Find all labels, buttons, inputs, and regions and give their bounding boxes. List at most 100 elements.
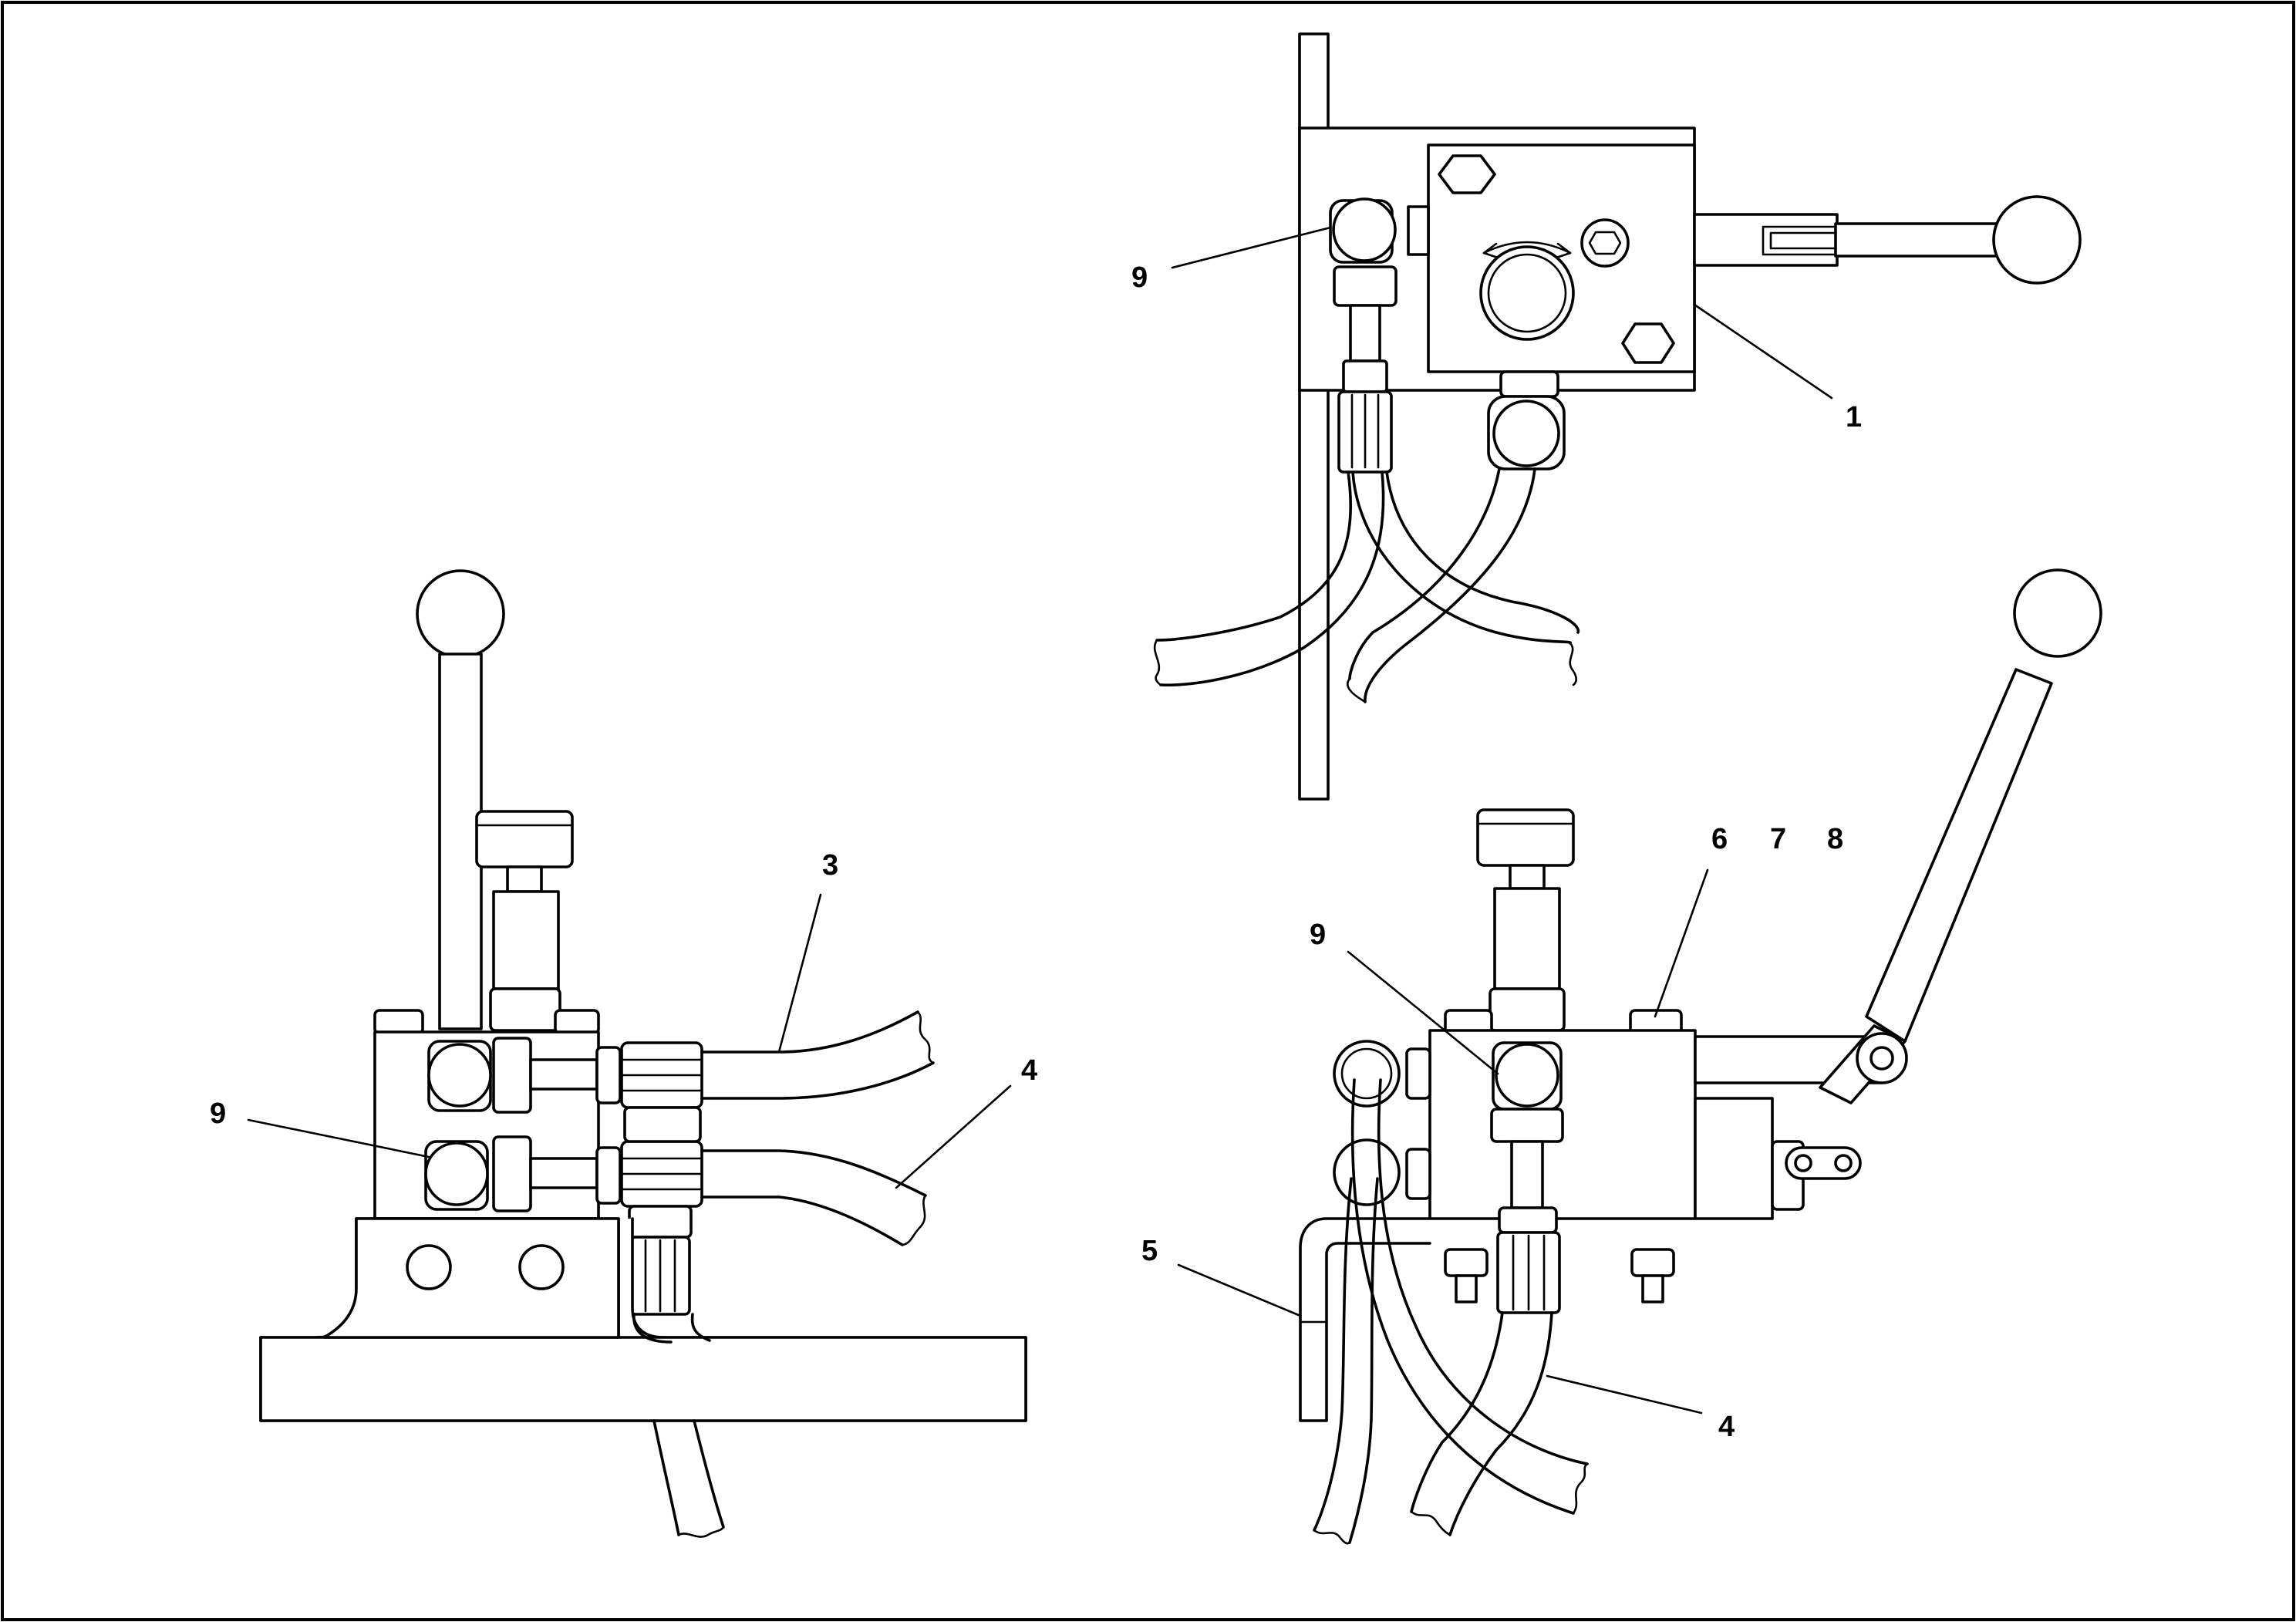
- right-port-fitting-a: [1333, 1040, 1401, 1108]
- right-spool-knob: [1476, 808, 1575, 867]
- top-spool-knob-inner: [1487, 253, 1567, 333]
- top-socket-screw: [1580, 218, 1630, 268]
- top-hose-break-left: [1153, 639, 1162, 686]
- top-spool-knob: [1479, 245, 1575, 341]
- left-lever-ball-handle: [416, 569, 505, 659]
- right-lever-pivot-inner: [1870, 1046, 1894, 1071]
- right-left-port-nut-b: [1405, 1148, 1431, 1200]
- top-hose-break-bottom: [1347, 677, 1367, 703]
- right-spool-hex: [1489, 987, 1566, 1032]
- top-left-hex-nut: [1333, 265, 1397, 307]
- callout-9-right: 9: [1310, 919, 1326, 951]
- left-hose-3-edge: [700, 1061, 935, 1100]
- callout-3-left: 3: [822, 849, 838, 882]
- left-hose-4: [700, 1149, 927, 1197]
- right-hose-c: [1410, 1311, 1504, 1513]
- rotation-arrow-icon: [1482, 241, 1572, 255]
- top-socket-hex: [1588, 231, 1622, 255]
- left-hose-4-edge: [700, 1195, 904, 1246]
- left-middle-nut: [623, 1106, 702, 1143]
- right-center-elbow-ball: [1495, 1043, 1559, 1108]
- top-hose-b-edge: [1385, 470, 1580, 634]
- callout-1-top: 1: [1846, 401, 1862, 433]
- top-left-elbow-ball: [1332, 197, 1397, 262]
- top-bottom-hex-nut: [1499, 370, 1559, 398]
- left-mounting-hole-b: [518, 1244, 565, 1290]
- left-body-bolt-a: [373, 1009, 424, 1035]
- right-spool-housing: [1493, 887, 1561, 990]
- left-hose-down-break: [677, 1526, 725, 1538]
- callout-4-left: 4: [1021, 1054, 1037, 1087]
- right-lever-arm: [1865, 668, 2053, 1043]
- top-hose-a-edge: [1159, 470, 1385, 687]
- left-lower-hex: [492, 1135, 532, 1212]
- right-left-port-nut-a: [1405, 1047, 1431, 1100]
- rotation-arrowhead-right: [1555, 242, 1572, 259]
- left-spool-stem: [506, 865, 543, 893]
- left-mounting-hole-a: [406, 1244, 452, 1290]
- top-bottom-elbow-ball: [1492, 400, 1560, 467]
- right-port-fitting-b: [1333, 1138, 1401, 1206]
- right-bottom-stud-a-nut: [1444, 1248, 1489, 1277]
- right-hose-a-edge: [1377, 1078, 1589, 1465]
- rotation-arrowhead-left: [1482, 242, 1499, 259]
- right-view-valve-assembly: [1299, 568, 2102, 1545]
- right-center-nut: [1498, 1206, 1558, 1234]
- left-upright-plate: [259, 1217, 358, 1339]
- right-hose-b-break: [1313, 1529, 1351, 1545]
- left-spool-hex: [489, 987, 561, 1032]
- right-bottom-stud-b-nut: [1630, 1248, 1675, 1277]
- right-hose-b: [1313, 1177, 1353, 1532]
- left-hose-3: [700, 1010, 919, 1054]
- right-center-hex: [1490, 1108, 1564, 1143]
- right-side-bracket: [1299, 1217, 1431, 1422]
- right-hose-c-edge: [1448, 1311, 1553, 1536]
- callout-6-right: 6: [1711, 823, 1728, 855]
- left-hose-down-edge: [690, 1313, 725, 1529]
- top-lever-bar: [1834, 222, 2013, 258]
- right-lever-ball-handle: [2013, 568, 2102, 658]
- left-spool-housing: [492, 890, 560, 990]
- right-hose-c-break: [1410, 1510, 1451, 1536]
- top-hose-b: [1351, 470, 1572, 645]
- top-hose-c: [1348, 467, 1501, 680]
- right-center-tube: [1510, 1140, 1544, 1209]
- left-hose-4-break: [901, 1194, 927, 1246]
- top-view-callouts: 9 1: [1131, 226, 1862, 433]
- left-spool-knob: [475, 810, 574, 868]
- top-view-valve-assembly: [1153, 32, 2082, 801]
- right-link-pin-b: [1834, 1154, 1853, 1172]
- top-hex-bolt-lower: [1621, 322, 1675, 364]
- left-vertical-nut: [628, 1205, 693, 1239]
- right-link-pin-a: [1794, 1154, 1812, 1172]
- top-left-elbow-nut: [1407, 205, 1430, 256]
- left-base-plate: [259, 1336, 1027, 1422]
- callout-7-right: 7: [1770, 823, 1786, 855]
- top-hex-bolt-upper: [1438, 154, 1496, 194]
- left-upper-hex: [492, 1037, 532, 1114]
- left-hose-down: [632, 1313, 680, 1536]
- right-port-fitting-a-inner: [1340, 1047, 1393, 1100]
- left-upper-elbow-ball: [427, 1043, 492, 1108]
- left-upper-nut: [595, 1046, 622, 1104]
- top-hose-break-right: [1569, 642, 1578, 686]
- left-lower-tube: [529, 1157, 598, 1189]
- right-view-callouts: 6 7 8 9 5 4: [1141, 823, 1843, 1443]
- left-upper-tube: [529, 1058, 598, 1091]
- right-hose-b-edge: [1348, 1177, 1379, 1544]
- left-view-valve-assembly: [259, 569, 1027, 1538]
- callout-8-right: 8: [1827, 823, 1843, 855]
- left-body-bolt-b: [554, 1009, 600, 1035]
- left-view-callouts: 3 4 9: [210, 849, 1037, 1189]
- callout-4-right: 4: [1718, 1411, 1735, 1443]
- left-lower-elbow-ball: [424, 1141, 489, 1206]
- top-lever-shaft: [1693, 213, 1839, 267]
- left-upright-block: [322, 1217, 620, 1339]
- right-lever-spool-end: [1694, 1097, 1774, 1220]
- top-left-tube: [1349, 304, 1381, 363]
- right-hose-a-break: [1572, 1462, 1589, 1515]
- top-left-hose-nut: [1342, 359, 1388, 393]
- right-spool-stem: [1509, 864, 1546, 890]
